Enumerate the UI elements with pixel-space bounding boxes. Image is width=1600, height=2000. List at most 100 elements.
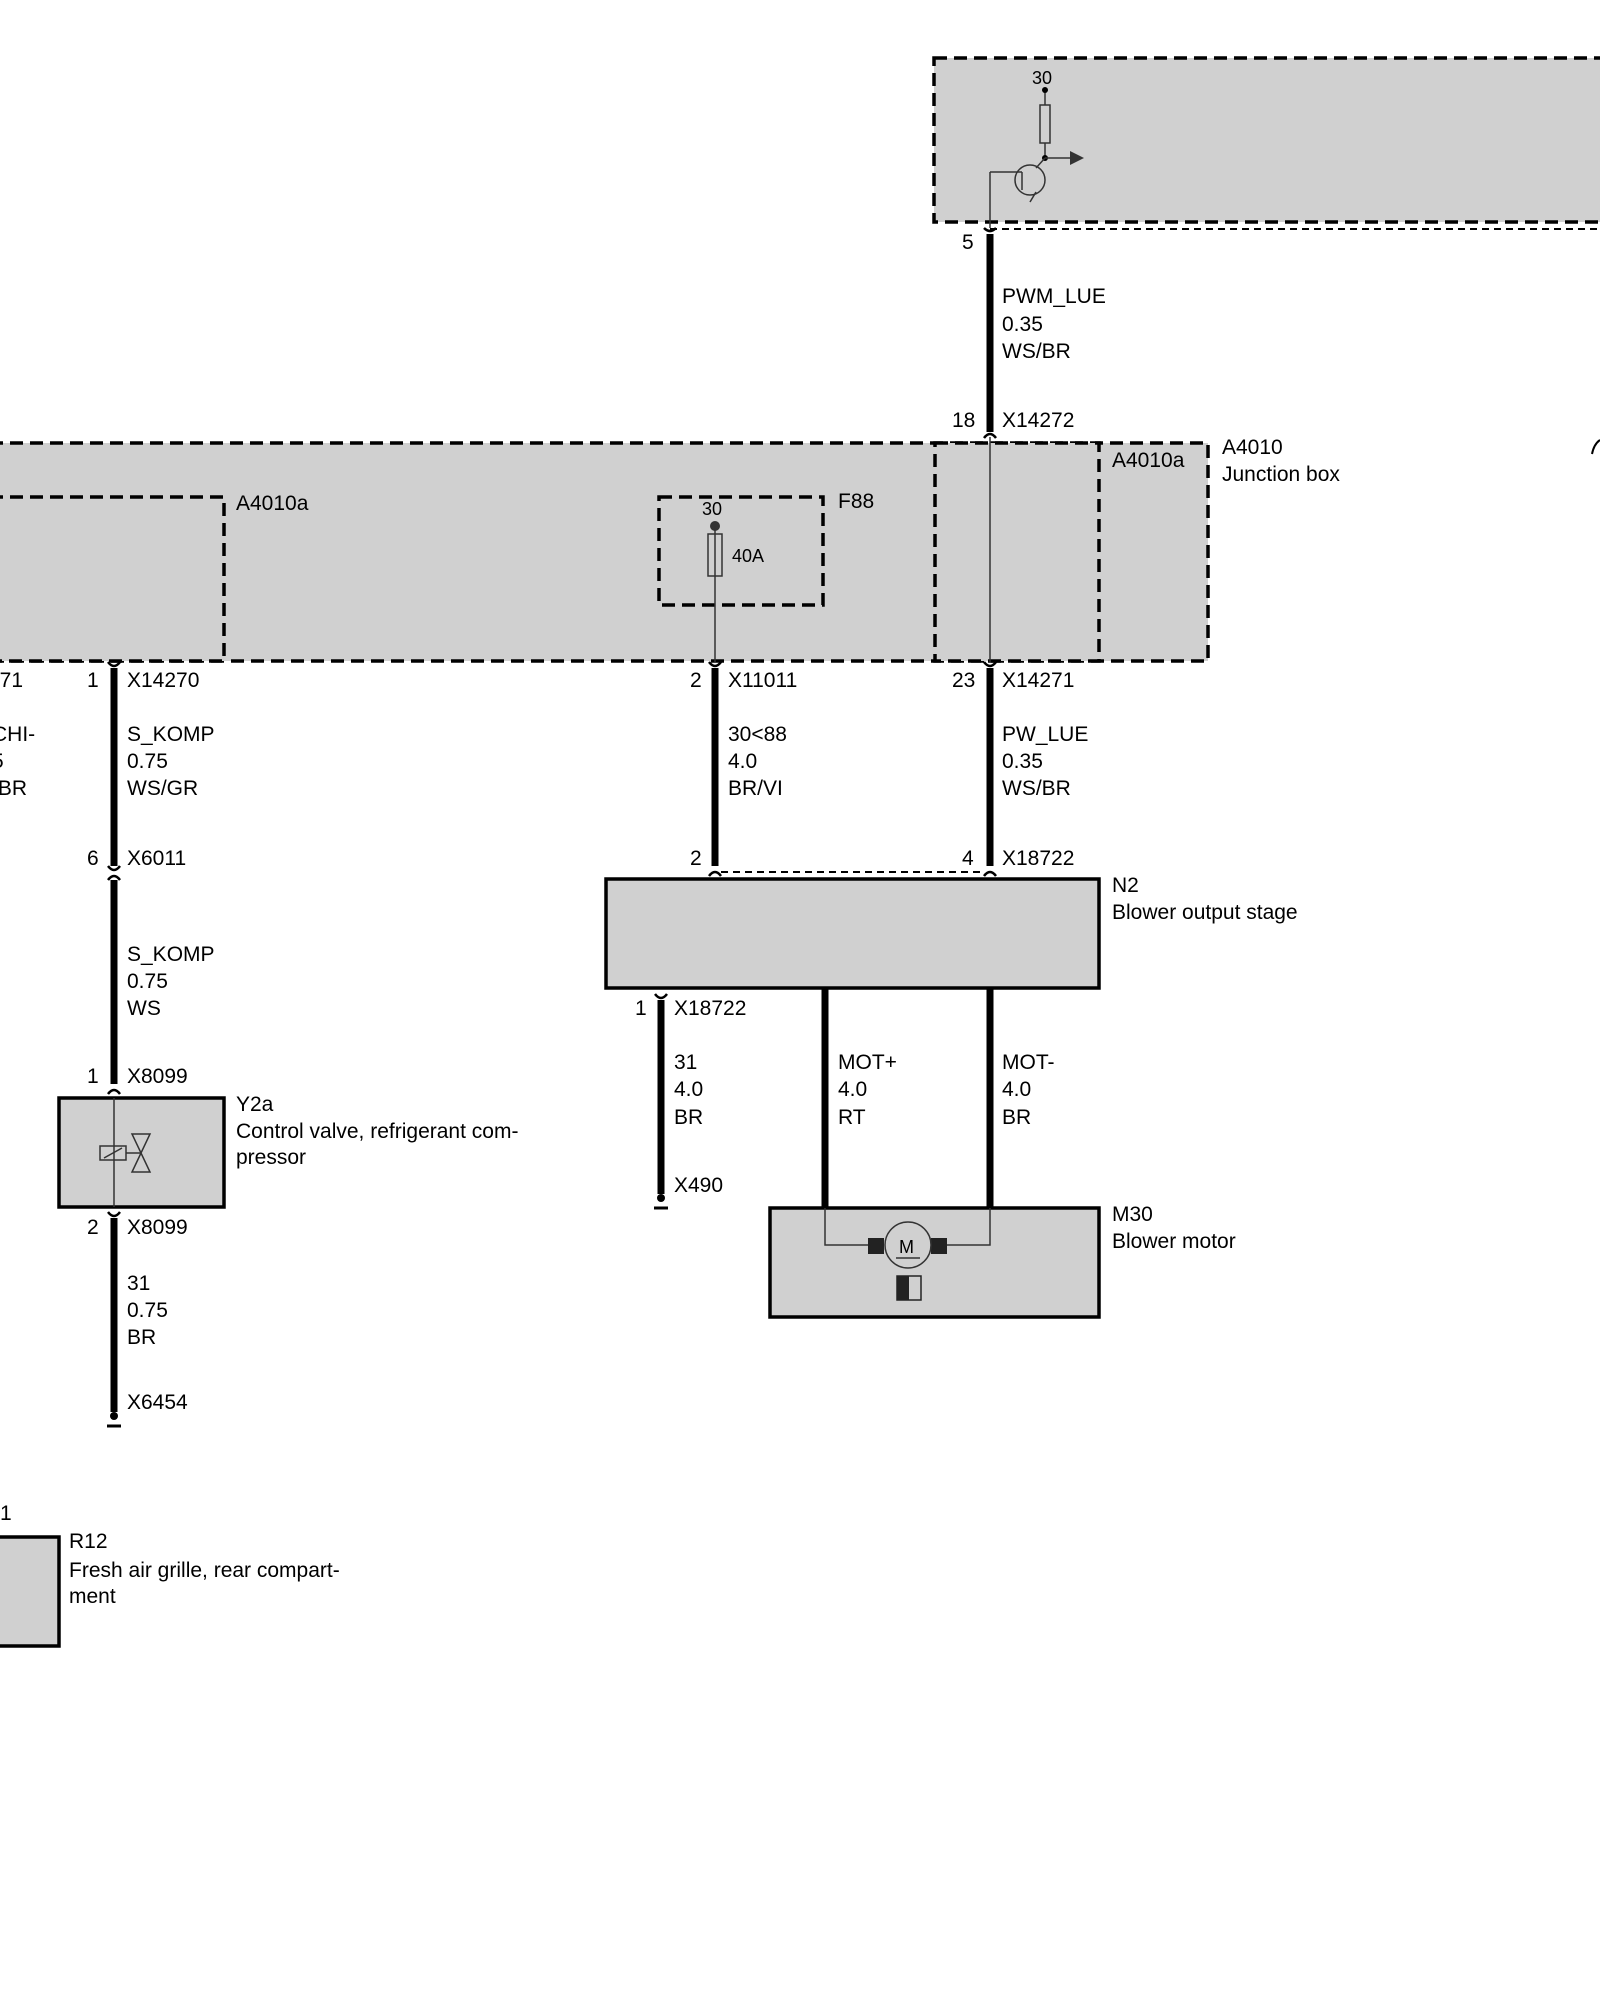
conn-x18722-top-id: X18722 <box>1002 847 1074 870</box>
conn-x14272-id: X14272 <box>1002 409 1074 432</box>
wire-mot-minus-color: BR <box>1002 1106 1031 1129</box>
top-control-module: 30 <box>932 56 1600 230</box>
motor-icon: M <box>868 1221 947 1301</box>
wire-mot-plus-signal: MOT+ <box>838 1051 897 1074</box>
r12-name: R12 <box>69 1530 108 1553</box>
wire-s-komp-2-color: WS <box>127 997 161 1020</box>
wire-mot-plus-gauge: 4.0 <box>838 1078 867 1101</box>
m30-name: M30 <box>1112 1203 1153 1226</box>
conn-x18722-top-pin-left: 2 <box>690 847 702 870</box>
wire-ground-n2-color: BR <box>674 1106 703 1129</box>
conn-x18722-bot-id: X18722 <box>674 997 746 1020</box>
fuse-f88-name: F88 <box>838 490 874 513</box>
conn-x8099-bot-pin: 2 <box>87 1216 99 1239</box>
connector-arc <box>983 870 997 877</box>
r12-desc-line2: ment <box>69 1585 116 1608</box>
connector-arc <box>107 1211 121 1218</box>
motor-symbol: M <box>899 1237 914 1257</box>
conn-x6011-id: X6011 <box>127 847 186 870</box>
conn-x18722-top-pin-right: 4 <box>962 847 974 870</box>
a4010a-left-label: A4010a <box>236 492 309 515</box>
conn-x8099-top-pin: 1 <box>87 1065 99 1088</box>
conn-x18722-bot-pin: 1 <box>635 997 647 1020</box>
a4010-name: A4010 <box>1222 436 1283 459</box>
wire-s-komp-2-gauge: 0.75 <box>127 970 168 993</box>
m30-desc: Blower motor <box>1112 1230 1236 1253</box>
r12-pin: 1 <box>0 1502 12 1525</box>
conn-x14270-pin: 1 <box>87 669 99 692</box>
wire-ground-y2a-color: BR <box>127 1326 156 1349</box>
wire-mot-plus-color: RT <box>838 1106 866 1129</box>
top-module-pin-5: 5 <box>962 231 974 254</box>
wire-pw-lue-color: WS/BR <box>1002 777 1071 800</box>
conn-x8099-bot-id: X8099 <box>127 1216 188 1239</box>
wire-pwm-lue-color: WS/BR <box>1002 340 1071 363</box>
blower-motor-m30: M <box>768 1206 1101 1319</box>
r12-desc-line1: Fresh air grille, rear compart- <box>69 1559 340 1582</box>
wire-s-komp-1-gauge: 0.75 <box>127 750 168 773</box>
connector-arc <box>107 661 121 668</box>
ground-icon <box>654 1194 668 1210</box>
wire-ground-n2-signal: 31 <box>674 1051 697 1074</box>
blower-output-stage-n2 <box>604 877 1101 990</box>
wire-s-komp-1-color: WS/GR <box>127 777 198 800</box>
wire-left-cut-gauge: 5 <box>0 750 4 773</box>
conn-x11011-id: X11011 <box>728 669 797 692</box>
connector-arc <box>654 993 668 1000</box>
conn-x11011-pin: 2 <box>690 669 702 692</box>
ground-icon <box>107 1412 121 1428</box>
wire-pw-lue-gauge: 0.35 <box>1002 750 1043 773</box>
wire-ground-n2-gauge: 4.0 <box>674 1078 703 1101</box>
wire-s-komp-1-signal: S_KOMP <box>127 723 215 746</box>
connector-arc <box>107 865 121 872</box>
y2a-name: Y2a <box>236 1093 274 1116</box>
a4010a-right-label: A4010a <box>1112 449 1185 472</box>
conn-left-cut-id: 271 <box>0 669 23 692</box>
wire-ground-y2a-signal: 31 <box>127 1272 150 1295</box>
connector-arc <box>708 661 722 668</box>
wire-ground-y2a-gauge: 0.75 <box>127 1299 168 1322</box>
wire-pwm-lue-signal: PWM_LUE <box>1002 285 1106 308</box>
connector-arc <box>983 661 997 668</box>
a4010-desc: Junction box <box>1222 463 1340 486</box>
conn-x14271-id: X14271 <box>1002 669 1074 692</box>
conn-x14271-pin: 23 <box>952 669 975 692</box>
connector-arc <box>983 227 997 233</box>
y2a-desc-line1: Control valve, refrigerant com- <box>236 1120 518 1143</box>
fuse-f88-pin: 30 <box>702 499 722 519</box>
junction-box-a4010 <box>0 437 1210 663</box>
fresh-air-grille-r12 <box>0 1535 61 1648</box>
ground-x6454-id: X6454 <box>127 1391 188 1414</box>
conn-x8099-top-id: X8099 <box>127 1065 188 1088</box>
offpage-arc <box>1591 439 1600 455</box>
wire-30-88-gauge: 4.0 <box>728 750 757 773</box>
n2-name: N2 <box>1112 874 1139 897</box>
wire-30-88-color: BR/VI <box>728 777 783 800</box>
solenoid-valve-icon <box>99 1133 152 1173</box>
conn-x14272-pin: 18 <box>952 409 975 432</box>
connector-arc <box>107 1088 121 1095</box>
wire-left-cut-color: /BR <box>0 777 27 800</box>
n2-desc: Blower output stage <box>1112 901 1298 924</box>
transistor-icon: 30 <box>989 68 1084 228</box>
fuse-icon <box>707 521 723 662</box>
conn-x14270-id: X14270 <box>127 669 199 692</box>
wire-mot-minus-gauge: 4.0 <box>1002 1078 1031 1101</box>
wire-pwm-lue-gauge: 0.35 <box>1002 313 1043 336</box>
fuse-f88-box <box>657 495 825 607</box>
connector-arc <box>983 432 997 439</box>
top-module-pin-30: 30 <box>1032 68 1052 88</box>
y2a-desc-line2: pressor <box>236 1146 306 1169</box>
wire-30-88-signal: 30<88 <box>728 723 787 746</box>
connector-arc <box>107 874 121 881</box>
wire-mot-minus-signal: MOT- <box>1002 1051 1055 1074</box>
fuse-f88-rating: 40A <box>732 546 764 566</box>
connector-arc <box>708 870 722 877</box>
wire-s-komp-2-signal: S_KOMP <box>127 943 215 966</box>
control-valve-y2a <box>57 1096 226 1209</box>
conn-x6011-pin: 6 <box>87 847 99 870</box>
wire-pw-lue-signal: PW_LUE <box>1002 723 1088 746</box>
ground-x490-id: X490 <box>674 1174 723 1197</box>
wire-left-cut-signal: CHI- <box>0 723 35 746</box>
